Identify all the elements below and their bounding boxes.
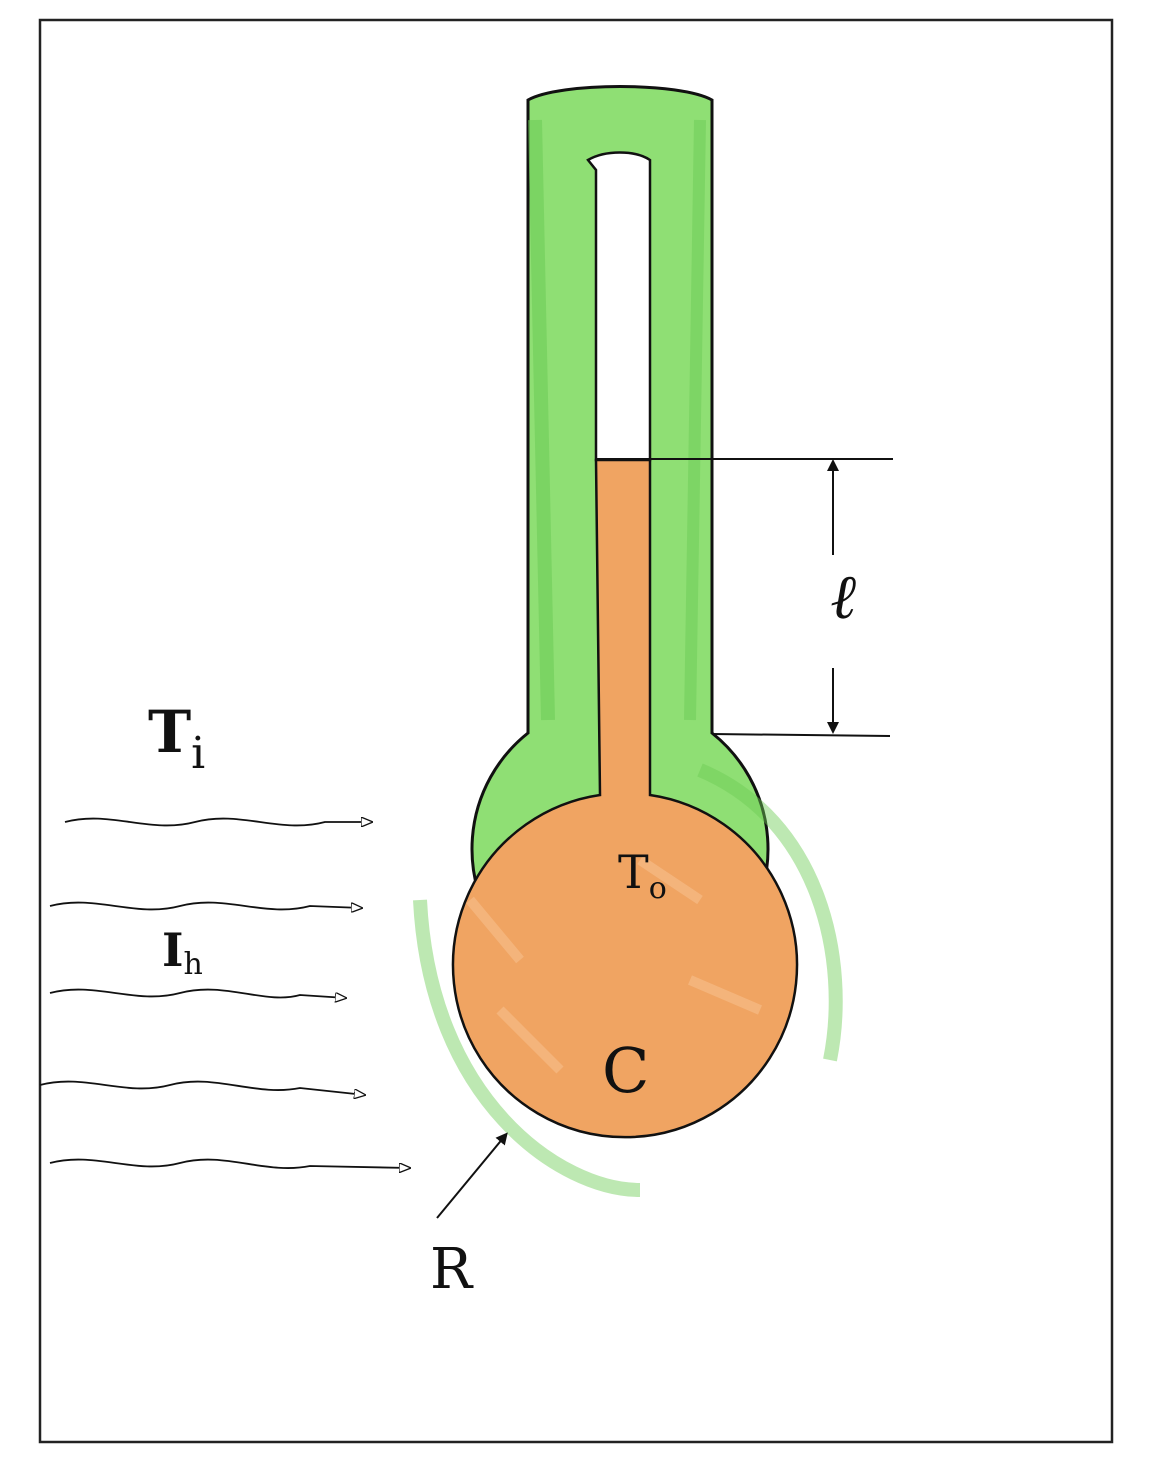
- intensity-label: Ih: [162, 923, 203, 982]
- radiation-ray: [49, 1158, 410, 1169]
- thermometer-liquid: [451, 458, 799, 1139]
- length-label: ℓ: [830, 560, 856, 633]
- thermal-resistance-label: R: [430, 1237, 474, 1302]
- length-dimension: ℓ: [596, 458, 893, 737]
- incident-temperature-label: Ti: [148, 698, 205, 779]
- resistance-pointer-arrow: [436, 1132, 508, 1219]
- radiation-ray: [49, 988, 346, 998]
- capillary-bore: [586, 151, 652, 462]
- radiation-ray: [49, 901, 362, 910]
- liquid-temperature-label: To: [618, 845, 667, 906]
- radiation-ray: [39, 1080, 365, 1095]
- radiation-ray: [64, 819, 372, 826]
- heat-capacity-label: C: [602, 1034, 649, 1107]
- bottom-reference-line: [711, 733, 891, 737]
- figure-frame: [38, 18, 1114, 1444]
- radiation-rays: [39, 819, 410, 1169]
